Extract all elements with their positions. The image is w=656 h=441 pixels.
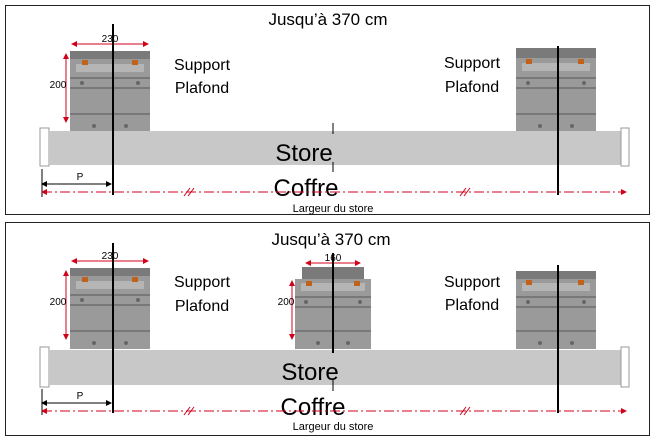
store-box (49, 350, 621, 385)
dimension-p-label: P (77, 172, 84, 183)
store-endcap-left (39, 346, 50, 388)
dimension-width-label: 230 (102, 34, 119, 45)
support-label-left-line2: Plafond (175, 80, 229, 97)
coffre-label: Coffre (274, 175, 339, 202)
coffre-label: Coffre (281, 394, 346, 421)
bracket-right (516, 48, 596, 132)
bracket-left (70, 268, 150, 349)
store-endcap-right (620, 346, 630, 388)
dimension-height-center-label: 200 (278, 297, 295, 308)
support-label-right-line1: Support (444, 55, 501, 72)
support-label-left-line1: Support (174, 57, 231, 74)
dimension-height-label: 200 (50, 80, 67, 91)
store-label: Store (275, 140, 332, 167)
support-label-right-line1: Support (444, 274, 501, 291)
panel-title: Jusqu’à 370 cm (271, 230, 390, 249)
store-endcap-left (39, 127, 50, 167)
store-endcap-right (620, 127, 630, 167)
bracket-right (516, 271, 596, 349)
support-label-left-line2: Plafond (175, 298, 229, 315)
width-label: Largeur du store (293, 203, 374, 215)
diagram-top-svg: Jusqu’à 370 cm 230 200 (39, 10, 630, 215)
bracket-left (70, 51, 150, 132)
dimension-width-label: 230 (102, 251, 119, 262)
support-label-right-line2: Plafond (445, 79, 499, 96)
store-label: Store (281, 359, 338, 386)
panel-title: Jusqu’à 370 cm (268, 10, 387, 29)
diagram-panel-bottom: Jusqu’à 370 cm 230 200 (5, 222, 650, 436)
store-box (49, 131, 621, 165)
diagram-bottom-svg: Jusqu’à 370 cm 230 200 (39, 230, 630, 433)
dimension-p-label: P (77, 391, 84, 402)
width-label: Largeur du store (293, 421, 374, 433)
support-label-left-line1: Support (174, 274, 231, 291)
dimension-height-label: 200 (50, 297, 67, 308)
support-label-right-line2: Plafond (445, 297, 499, 314)
diagram-panel-top: Jusqu’à 370 cm 230 200 (5, 5, 650, 215)
